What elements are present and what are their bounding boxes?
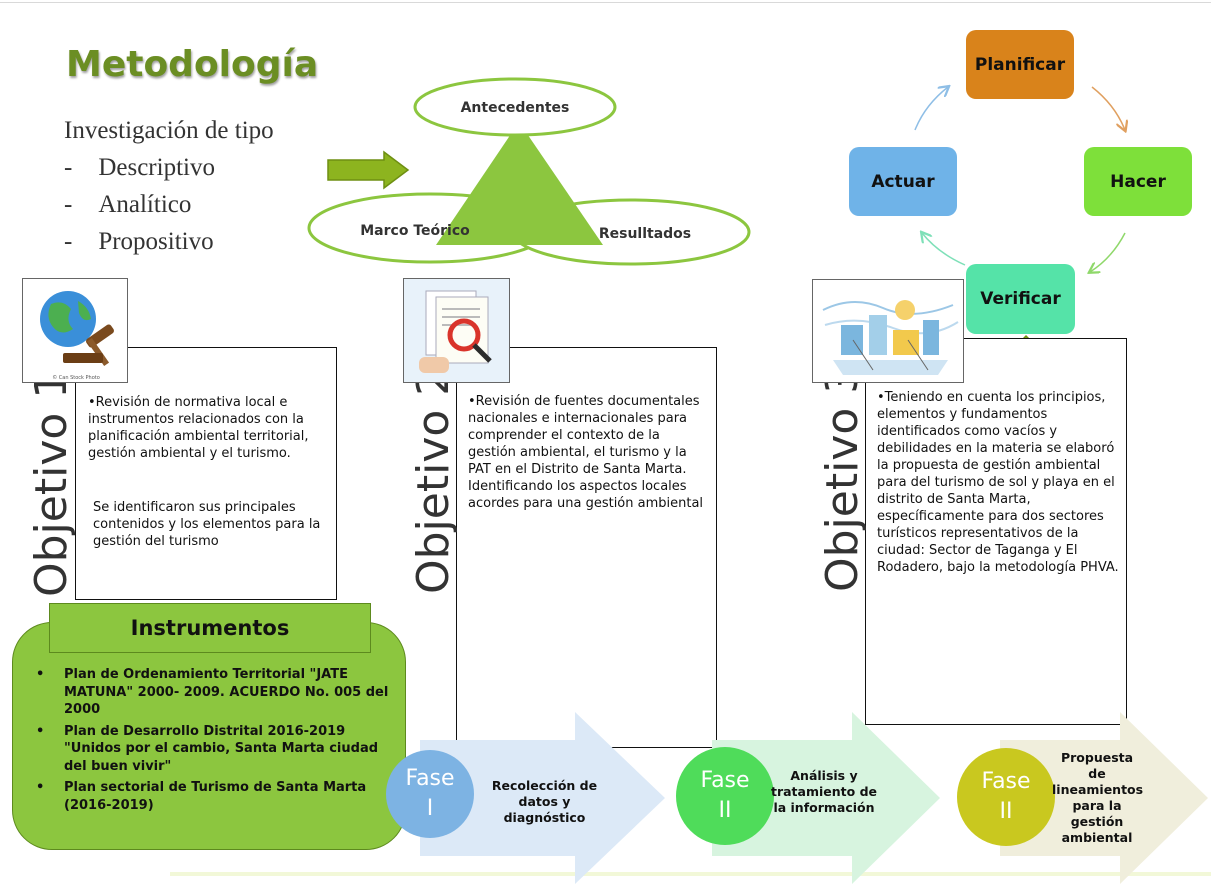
list-item: •Plan sectorial de Turismo de Santa Mart… — [36, 780, 367, 813]
objective-1-label: Objetivo 1 — [26, 370, 77, 597]
phase-1-arrow — [420, 712, 665, 884]
objective-1-box — [75, 347, 337, 600]
list-item: •Plan de Ordenamiento Territorial "JATE … — [36, 667, 389, 717]
instruments-list: •Plan de Ordenamiento Territorial "JATE … — [24, 666, 394, 818]
triangle-top-label: Antecedentes — [460, 100, 570, 116]
objective-1-text: •Revisión de normativa local e instrumen… — [88, 395, 309, 461]
ellipse-antecedentes — [413, 77, 617, 137]
document-magnifier-icon — [404, 279, 509, 382]
bottom-divider — [170, 872, 1211, 876]
triangle-diagram — [307, 77, 751, 266]
instruments-heading: Instrumentos — [49, 603, 371, 653]
top-divider — [0, 2, 1211, 3]
phase-3-label: Propuesta de lineamientos para la gestió… — [1052, 750, 1144, 845]
page-title: Metodología — [66, 44, 319, 85]
triangle-left-label: Marco Teórico — [360, 223, 470, 239]
investigation-type-1: -Descriptivo — [64, 154, 215, 181]
pdca-plan: Planificar — [966, 30, 1074, 99]
objective-3-box — [865, 338, 1127, 725]
objective-2-text: •Revisión de fuentes documentales nacion… — [468, 394, 704, 511]
phase-3-arrow — [1000, 712, 1208, 884]
phase-2-label: Análisis y tratamiento de la información — [770, 768, 877, 815]
svg-text:© Can Stock Photo: © Can Stock Photo — [52, 374, 100, 381]
investigation-heading: Investigación de tipo — [64, 117, 274, 144]
pdca-arrows — [914, 75, 1140, 290]
phase-1-label: Recolección de datos y diagnóstico — [491, 778, 598, 825]
phase-2-circle: Fase II — [676, 747, 774, 845]
objective-3-image — [812, 279, 964, 383]
phase-3-circle: Fase II — [957, 748, 1055, 846]
objective-2-box — [456, 347, 717, 748]
investigation-type-2: -Analítico — [64, 191, 192, 218]
phase-1-circle: Fase I — [386, 750, 474, 838]
objective-3-label: Objetivo 3 — [817, 365, 868, 592]
pdca-do: Hacer — [1084, 147, 1192, 216]
objective-3-text: •Teniendo en cuenta los principios, elem… — [877, 390, 1119, 575]
objective-2-label: Objetivo 2 — [408, 367, 459, 594]
triangle-right-label: Resulltados — [598, 226, 692, 242]
phase-2-arrow — [712, 712, 940, 884]
instruments-box — [12, 622, 406, 850]
objective-1-image: © Can Stock Photo — [22, 278, 128, 383]
city-map-icon — [813, 280, 963, 382]
objective-2-image — [403, 278, 510, 383]
list-item: •Plan de Desarrollo Distrital 2016-2019 … — [36, 723, 379, 774]
triangle-shape — [436, 122, 603, 245]
globe-gavel-icon: © Can Stock Photo — [40, 291, 114, 381]
right-arrow-icon — [327, 150, 410, 190]
investigation-type-3: -Propositivo — [64, 228, 214, 255]
pdca-act: Actuar — [849, 147, 957, 216]
objective-1-extra: Se identificaron sus principales conteni… — [93, 500, 321, 549]
pdca-check: Verificar — [966, 264, 1075, 334]
